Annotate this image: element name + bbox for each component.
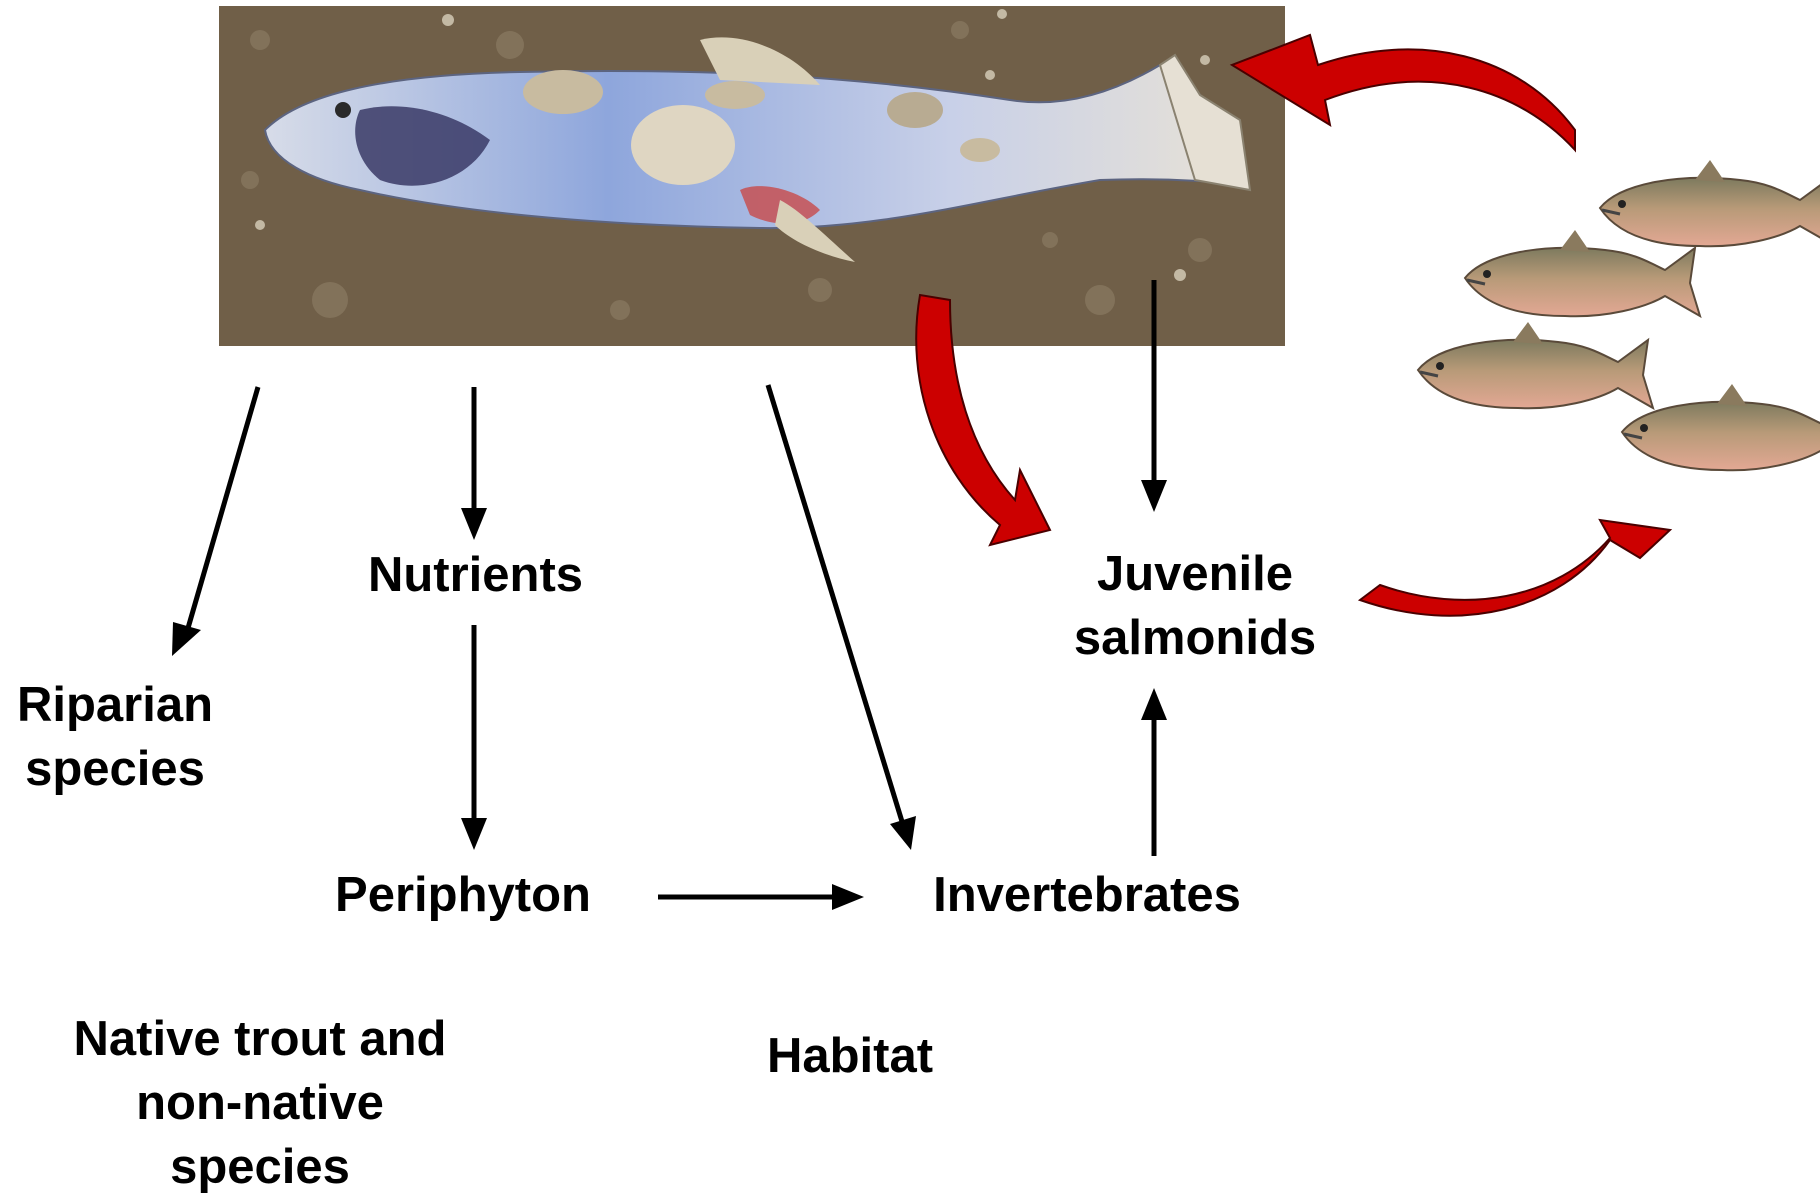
salmon-school — [1418, 160, 1820, 470]
invertebrates-label: Invertebrates — [912, 863, 1262, 927]
arrow-carcass-to-invertebrates — [768, 385, 916, 850]
nutrients-label: Nutrients — [348, 543, 603, 607]
periphyton-label: Periphyton — [318, 863, 608, 927]
arrow-carcass-to-riparian — [172, 387, 258, 656]
habitat-label: Habitat — [745, 1024, 955, 1088]
native-trout-label: Native trout and non-native species — [40, 1007, 480, 1199]
juvenile-salmonids-label: Juvenile salmonids — [1040, 542, 1350, 670]
spawning-salmon-icon — [1418, 322, 1653, 408]
juveniles-to-adults-arrow — [1360, 520, 1670, 616]
spawning-salmon-icon — [1600, 160, 1820, 246]
flow-arrows — [172, 280, 1167, 910]
carcass-photo — [219, 6, 1285, 346]
arrow-carcass-to-nutrients — [461, 387, 487, 540]
arrow-invertebrates-to-juveniles — [1141, 688, 1167, 856]
riparian-species-label: Riparian species — [5, 673, 225, 801]
arrow-nutrients-to-periphyton — [461, 625, 487, 850]
spawning-salmon-icon — [1622, 384, 1820, 470]
arrow-periphyton-to-invertebrates — [658, 884, 864, 910]
